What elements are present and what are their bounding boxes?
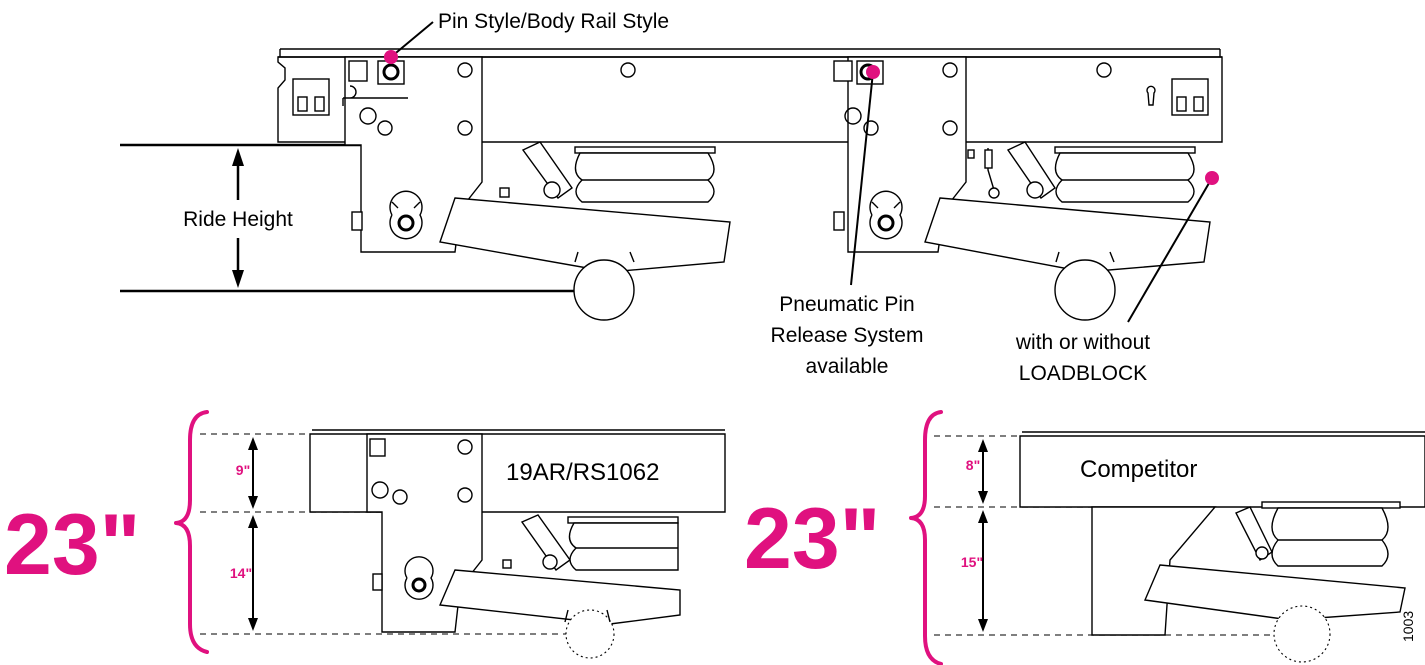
comparison-right: 23" 8" 15" Competitor (744, 410, 1425, 665)
left-brace (174, 410, 209, 654)
loadblock-label-line2: LOADBLOCK (1019, 362, 1147, 385)
left-model-label: 19AR/RS1062 (506, 459, 659, 486)
right-upper-dim: 8" (966, 457, 980, 473)
right-brace (909, 410, 943, 665)
pneumatic-leader (850, 71, 874, 286)
loadblock-dot (1205, 171, 1219, 185)
main-suspension-drawing: Ride Height (120, 10, 1223, 385)
pneumatic-label-line2: Release System (771, 324, 924, 347)
comparison-left: 23" 9" 14" 19AR/RS1062 (4, 410, 726, 659)
left-upper-dim: 9" (236, 462, 250, 478)
pin-style-leader (390, 21, 434, 58)
right-total-height: 23" (744, 491, 880, 587)
loadblock-label-line1: with or without (1015, 331, 1150, 354)
ride-height-label: Ride Height (183, 208, 293, 231)
left-lower-dim: 14" (230, 565, 252, 581)
pneumatic-label-line3: available (806, 355, 889, 378)
pneumatic-dot (866, 65, 880, 79)
pin-style-dot (384, 50, 398, 64)
figure-code: 1003 (1400, 611, 1416, 642)
pin-style-label: Pin Style/Body Rail Style (438, 10, 669, 33)
right-lower-dim: 15" (961, 554, 983, 570)
left-total-height: 23" (4, 497, 140, 593)
loadblock-leader (1127, 177, 1213, 323)
right-model-label: Competitor (1080, 456, 1197, 483)
pneumatic-label-line1: Pneumatic Pin (779, 293, 914, 316)
